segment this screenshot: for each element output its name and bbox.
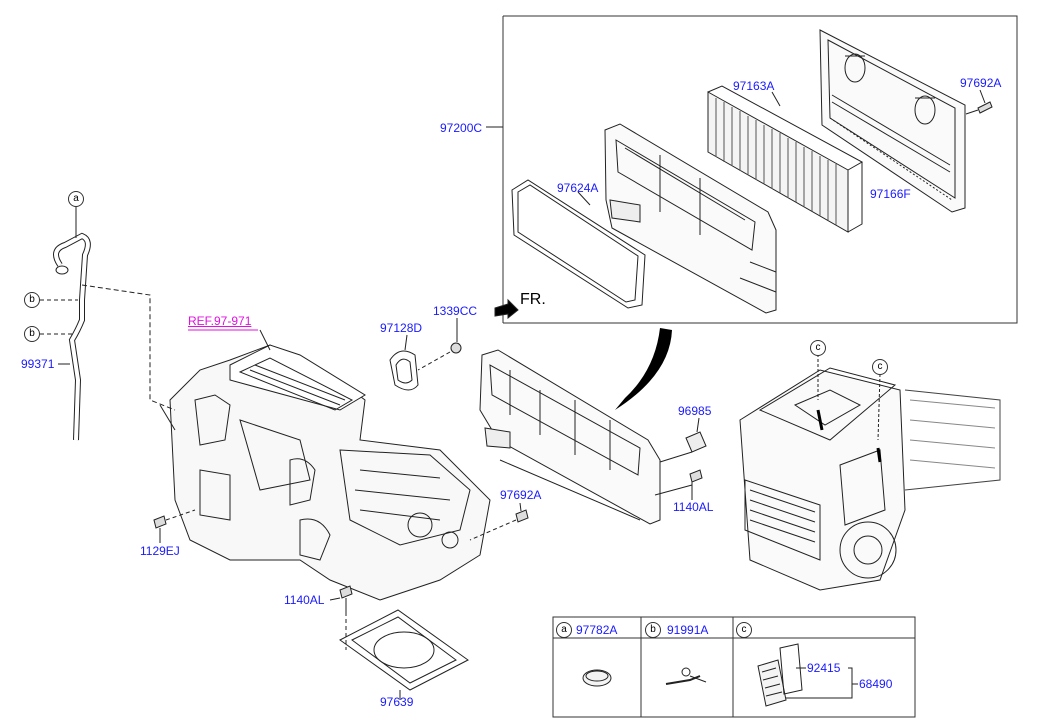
filter-assembly-box	[486, 15, 1018, 324]
nut-1339cc	[417, 318, 462, 371]
bolt-1140al-bottom	[329, 585, 353, 650]
cover-97166f	[819, 29, 966, 213]
label-97692a-mid: 97692A	[500, 488, 542, 502]
ref-leader	[259, 329, 271, 351]
label-97128d: 97128D	[380, 321, 423, 335]
bolt-1129ej	[153, 509, 196, 543]
filter-97163a	[707, 85, 864, 233]
table-callout-b: b	[645, 622, 661, 638]
label-99371: 99371	[21, 357, 55, 371]
seal-97639	[339, 609, 469, 700]
table-part-68490: 68490	[859, 677, 893, 691]
label-1339cc: 1339CC	[433, 304, 478, 318]
label-97200c: 97200C	[440, 121, 483, 135]
label-1129ej: 1129EJ	[140, 544, 180, 558]
housing-upper	[604, 123, 777, 314]
truck-illustration	[739, 354, 1001, 591]
front-arrow	[494, 298, 519, 320]
bolt-1140al-right	[654, 469, 703, 500]
callout-c-2: c	[872, 359, 888, 375]
label-front: FR.	[520, 291, 546, 308]
clip-icon	[665, 667, 707, 685]
table-part-97782a: 97782A	[576, 623, 618, 637]
pointer-arrow	[615, 328, 672, 410]
callout-b-2: b	[24, 326, 40, 342]
hvac-unit	[159, 344, 491, 601]
label-97639: 97639	[380, 695, 414, 709]
screw-97692a-mid	[469, 502, 529, 541]
label-1140al-right: 1140AL	[673, 500, 714, 514]
label-ref-97-971[interactable]: REF.97-971	[188, 314, 252, 328]
lamp-icon	[757, 643, 858, 707]
table-part-92415: 92415	[807, 661, 841, 675]
callout-c-1: c	[810, 340, 826, 356]
label-1140al-bottom: 1140AL	[284, 593, 325, 607]
gasket-97624a	[511, 179, 646, 309]
label-97624a: 97624A	[557, 181, 599, 195]
callout-a: a	[68, 191, 84, 207]
legend-table	[552, 616, 916, 718]
hose-99371	[40, 205, 176, 441]
table-callout-c: c	[736, 622, 752, 638]
label-97163a: 97163A	[733, 79, 775, 93]
callout-b-1: b	[24, 292, 40, 308]
housing-middle	[479, 349, 661, 525]
screw-97692a-top	[965, 89, 993, 115]
table-part-91991a: 91991A	[667, 623, 709, 637]
label-97692a-top: 97692A	[960, 76, 1002, 90]
cap-icon	[582, 669, 612, 687]
sensor-96985	[659, 417, 707, 463]
label-97166f: 97166F	[870, 187, 911, 201]
table-callout-a: a	[556, 622, 572, 638]
label-96985: 96985	[678, 404, 712, 418]
gasket-97128d	[389, 334, 419, 391]
